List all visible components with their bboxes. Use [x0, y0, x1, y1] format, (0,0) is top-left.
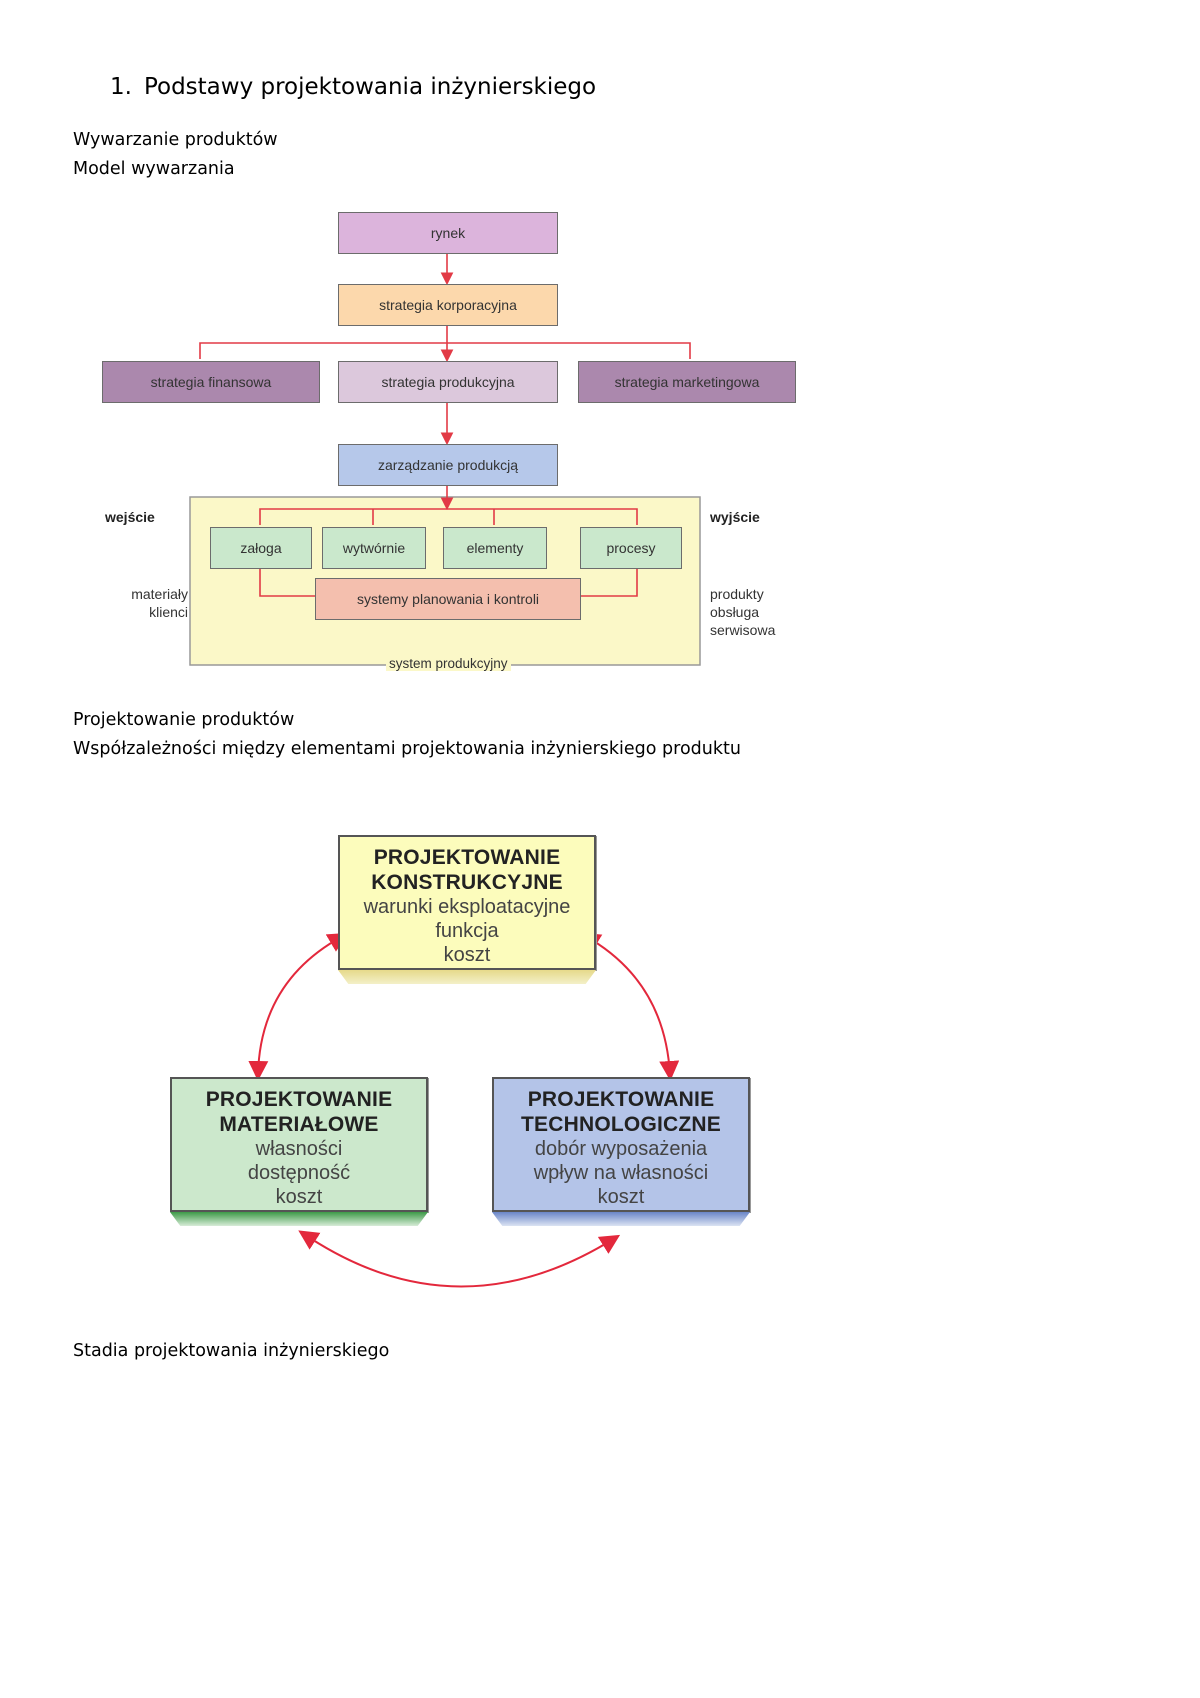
- technologiczne-title1: PROJEKTOWANIE: [527, 1088, 715, 1111]
- box-zaloga: załoga: [210, 527, 312, 569]
- technologiczne-l2: wpływ na własności: [533, 1162, 709, 1184]
- box-projektowanie-konstrukcyjne: PROJEKTOWANIE KONSTRUKCYJNE warunki eksp…: [338, 835, 596, 970]
- technologiczne-title2: TECHNOLOGICZNE: [521, 1113, 721, 1136]
- materialowe-title2: MATERIAŁOWE: [219, 1113, 379, 1136]
- arrow-konstrukcyjne-technologiczne: [580, 932, 680, 1081]
- heading-title: Podstawy projektowania inżynierskiego: [143, 74, 597, 100]
- box-systemy-planowania: systemy planowania i kontroli: [315, 578, 581, 620]
- technologiczne-base: [492, 1212, 750, 1226]
- konstrukcyjne-l3: koszt: [443, 944, 491, 966]
- materialowe-title1: PROJEKTOWANIE: [205, 1088, 393, 1111]
- box-procesy: procesy: [580, 527, 682, 569]
- box-rynek: rynek: [338, 212, 558, 254]
- label-outputs: produkty obsługa serwisowa: [710, 585, 775, 639]
- konstrukcyjne-l2: funkcja: [435, 920, 499, 942]
- box-strategia-finansowa: strategia finansowa: [102, 361, 320, 403]
- materialowe-base: [170, 1212, 428, 1226]
- konstrukcyjne-base: [338, 970, 596, 984]
- technologiczne-l3: koszt: [597, 1186, 645, 1208]
- section2-line1: Projektowanie produktów: [73, 710, 295, 730]
- design-cycle-diagram: PROJEKTOWANIE KONSTRUKCYJNE warunki eksp…: [160, 835, 760, 1315]
- technologiczne-l1: dobór wyposażenia: [534, 1138, 708, 1160]
- arrow-materialowe-technologiczne: [298, 1230, 621, 1288]
- materialowe-l1: własności: [255, 1138, 343, 1160]
- branch-line: [199, 342, 691, 359]
- konstrukcyjne-title2: KONSTRUKCYJNE: [371, 871, 563, 894]
- box-zarzadzanie-produkcja: zarządzanie produkcją: [338, 444, 558, 486]
- production-model-diagram: rynek strategia korporacyjna strategia f…: [90, 205, 800, 675]
- section3-line1: Stadia projektowania inżynierskiego: [73, 1341, 390, 1361]
- cycle-arrows: [248, 932, 680, 1288]
- konstrukcyjne-l1: warunki eksploatacyjne: [363, 896, 571, 918]
- arrow-konstrukcyjne-materialowe: [248, 932, 349, 1081]
- label-materialy: materiały: [131, 586, 188, 602]
- section1-line2: Model wywarzania: [73, 159, 235, 179]
- label-inputs: materiały klienci: [106, 585, 188, 621]
- section1-line1: Wywarzanie produktów: [73, 130, 278, 150]
- page-heading: 1. Podstawy projektowania inżynierskiego: [110, 74, 596, 100]
- label-system-produkcyjny: system produkcyjny: [386, 656, 511, 671]
- label-serwisowa: serwisowa: [710, 622, 776, 638]
- box-elementy: elementy: [443, 527, 547, 569]
- box-projektowanie-technologiczne: PROJEKTOWANIE TECHNOLOGICZNE dobór wypos…: [492, 1077, 750, 1212]
- section2-line2: Współzależności między elementami projek…: [73, 739, 741, 759]
- label-wejscie: wejście: [105, 509, 155, 525]
- konstrukcyjne-title1: PROJEKTOWANIE: [373, 846, 561, 869]
- box-strategia-korporacyjna: strategia korporacyjna: [338, 284, 558, 326]
- box-wytwornie: wytwórnie: [322, 527, 426, 569]
- loop-right: [580, 561, 638, 597]
- label-obsluga: obsługa: [710, 604, 760, 620]
- label-produkty: produkty: [710, 586, 764, 602]
- materialowe-l2: dostępność: [247, 1162, 351, 1184]
- box-projektowanie-materialowe: PROJEKTOWANIE MATERIAŁOWE własności dost…: [170, 1077, 428, 1212]
- inner-branch-line: [259, 508, 638, 525]
- label-klienci: klienci: [149, 604, 188, 620]
- box-strategia-marketingowa: strategia marketingowa: [578, 361, 796, 403]
- box-strategia-produkcyjna: strategia produkcyjna: [338, 361, 558, 403]
- label-wyjscie: wyjście: [710, 509, 760, 525]
- heading-number: 1.: [110, 74, 132, 100]
- materialowe-l3: koszt: [275, 1186, 323, 1208]
- loop-left: [259, 561, 315, 597]
